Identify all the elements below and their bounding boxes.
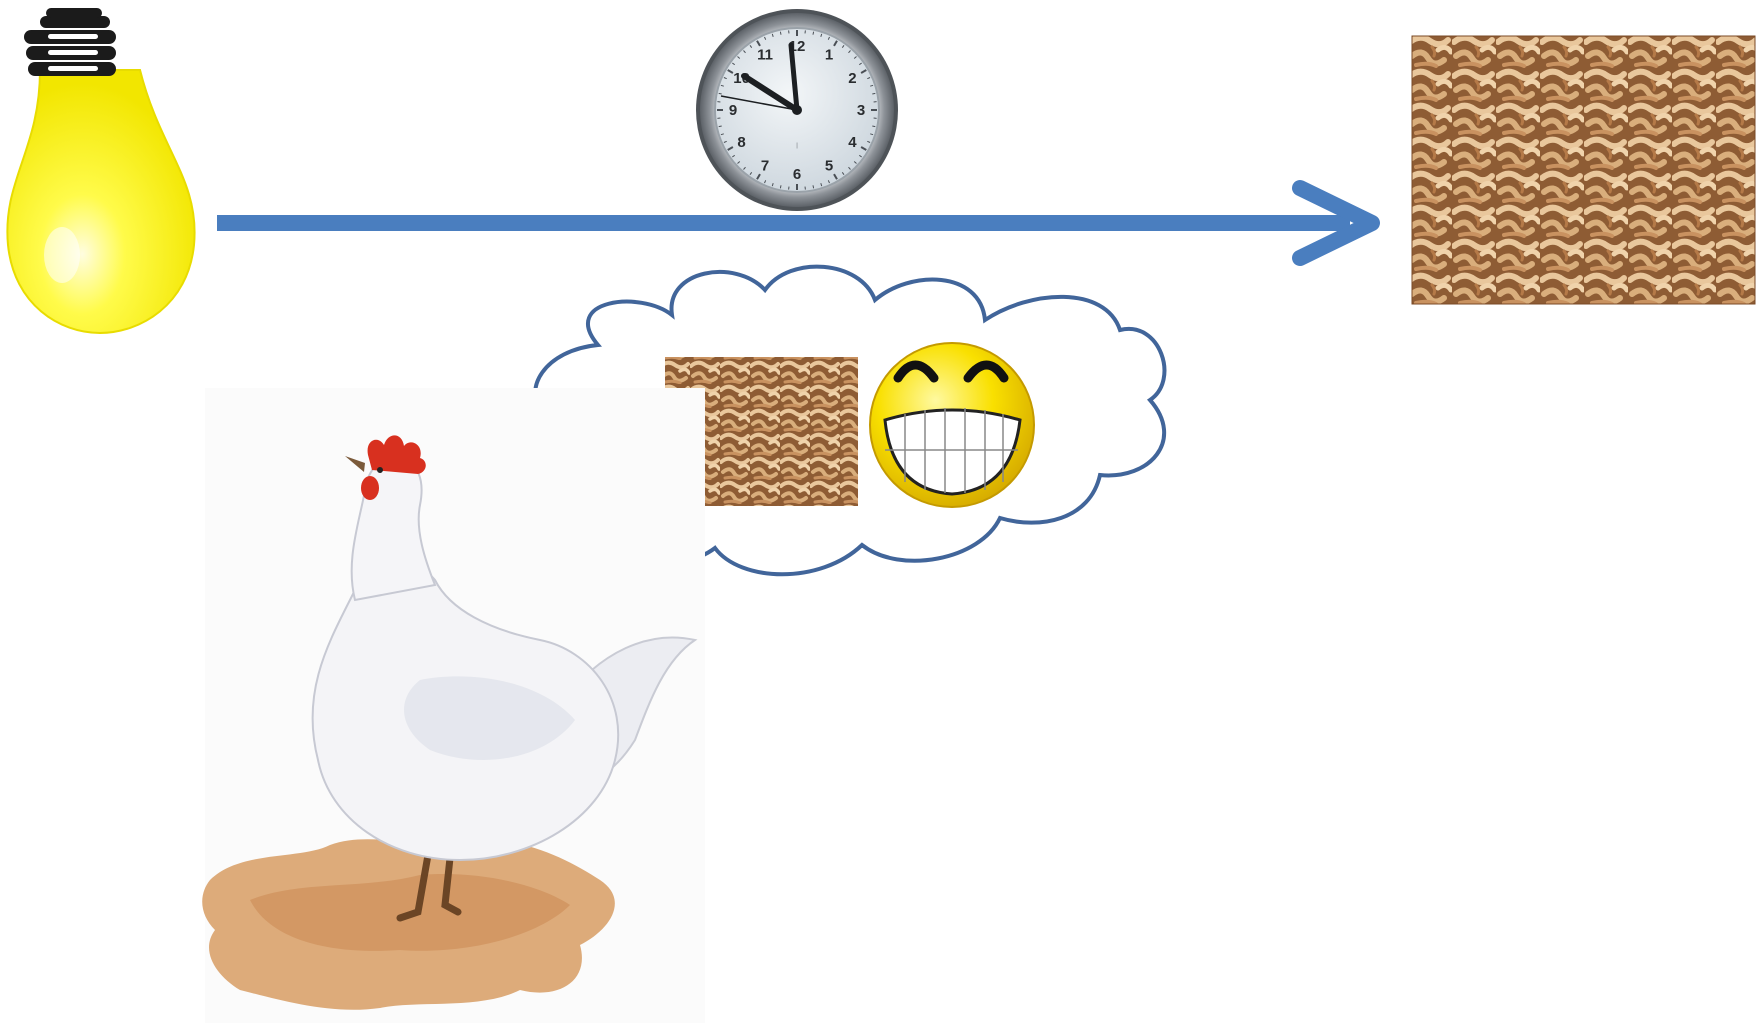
clock-number: 6: [793, 166, 801, 183]
mealworms-image: [1412, 36, 1755, 304]
clock-number: 2: [848, 70, 856, 87]
clock-tick: [719, 93, 722, 94]
clock-tick: [813, 185, 814, 188]
clock-number: 1: [825, 47, 833, 64]
clock-number: 4: [848, 134, 857, 151]
clock-number: 7: [761, 157, 769, 174]
clock-tick: [719, 126, 722, 127]
clock-number: 11: [757, 47, 773, 64]
hen-image: [202, 388, 705, 1023]
grinning-smiley-icon: [870, 343, 1034, 507]
clock-number: 5: [825, 157, 833, 174]
light-bulb-icon: [7, 8, 194, 333]
clock-tick: [872, 93, 875, 94]
clock-tick: [872, 126, 875, 127]
clock-tick: [813, 32, 814, 35]
clock-tick: [780, 32, 781, 35]
clock-number: 9: [729, 102, 737, 119]
clock-number: 8: [737, 134, 745, 151]
clock-number: 3: [857, 102, 865, 119]
clock-tick: [780, 185, 781, 188]
